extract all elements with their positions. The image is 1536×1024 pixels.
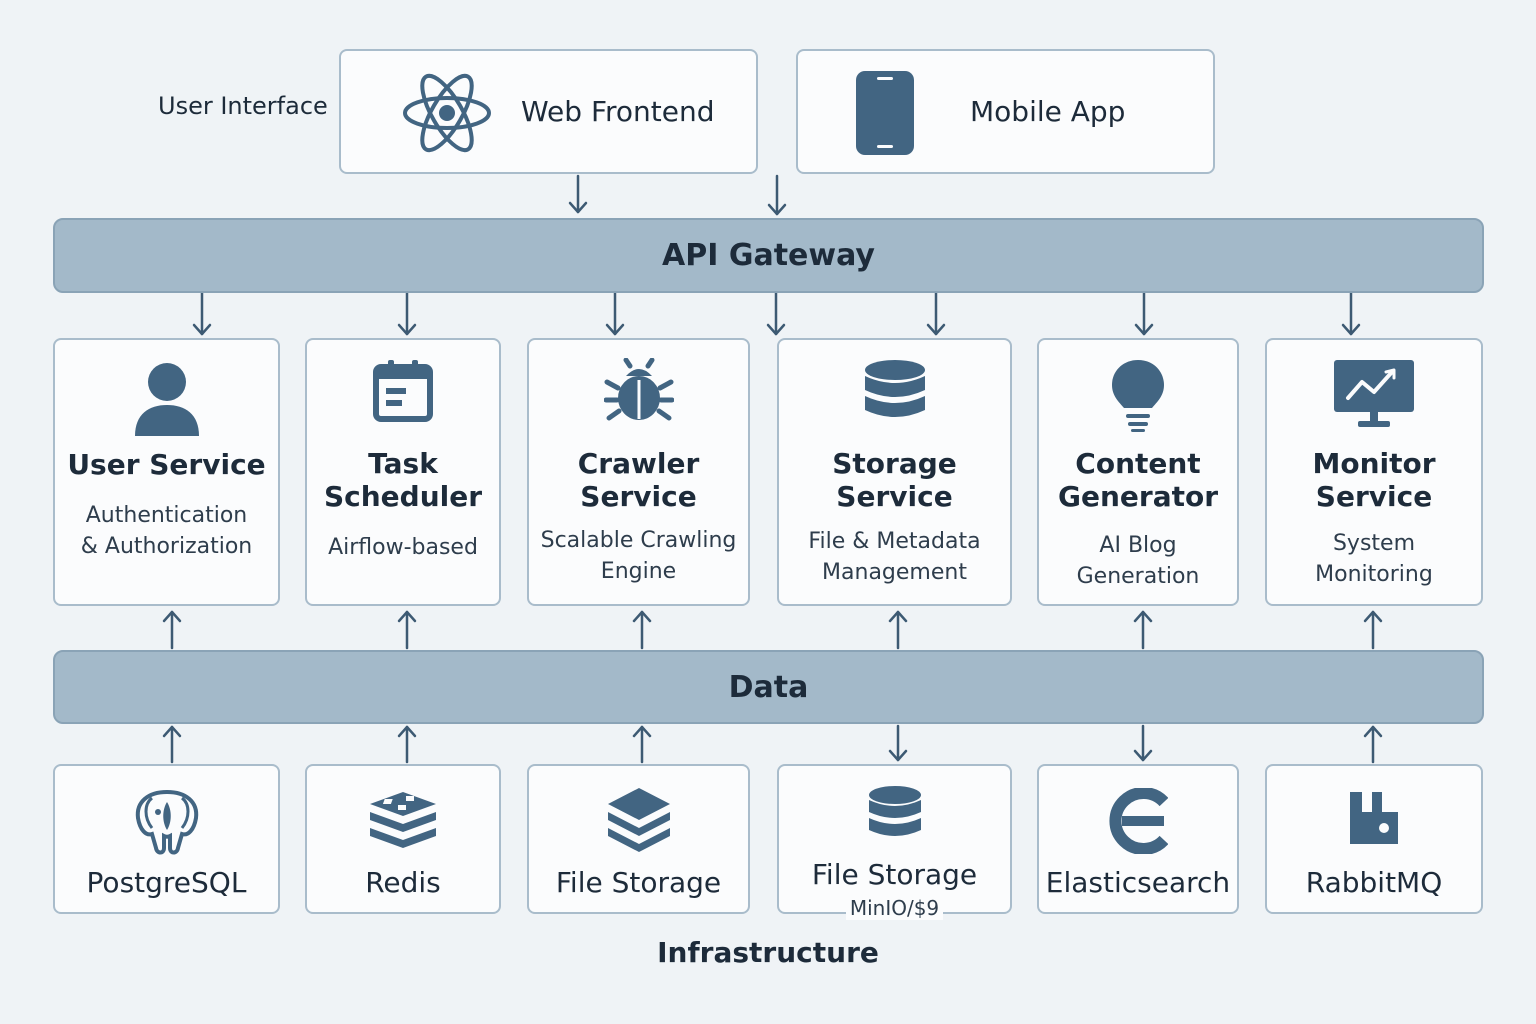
database-icon <box>779 784 1010 854</box>
service-description: Scalable Crawling Engine <box>540 528 737 584</box>
arrow-head <box>632 610 652 623</box>
arrow-head <box>397 610 417 623</box>
service-title: Content Generator <box>1057 447 1219 513</box>
service-card-monitor: Monitor Service System Monitoring <box>1265 338 1483 606</box>
api-gateway-label: API Gateway <box>662 238 875 273</box>
arrow-head <box>888 610 908 623</box>
arrow-head <box>926 323 946 336</box>
infra-title: File Storage <box>555 866 722 899</box>
service-description: System Monitoring <box>1315 531 1433 587</box>
infra-title: Redis <box>365 866 441 899</box>
arrow-head <box>568 201 588 214</box>
infra-card-postgresql: PostgreSQL <box>53 764 280 914</box>
service-description: File & Metadata Management <box>808 529 981 585</box>
react-atom-icon <box>401 73 493 157</box>
web-frontend-title: Web Frontend <box>521 95 715 128</box>
arrow-head <box>397 725 417 738</box>
postgresql-elephant-icon <box>55 788 278 858</box>
service-description: AI Blog Generation <box>1076 533 1200 589</box>
service-card-crawler: Crawler Service Scalable Crawling Engine <box>527 338 750 606</box>
infrastructure-label: Infrastructure <box>657 936 879 969</box>
infra-card-rabbitmq: RabbitMQ <box>1265 764 1483 914</box>
arrow-head <box>162 725 182 738</box>
calendar-icon <box>307 358 499 438</box>
service-title: User Service <box>67 448 266 481</box>
monitor-chart-icon <box>1267 358 1481 438</box>
infra-title: RabbitMQ <box>1305 866 1443 899</box>
arrow-head <box>1341 323 1361 336</box>
arrow-head <box>766 323 786 336</box>
rabbitmq-icon <box>1267 788 1481 858</box>
redis-stack-icon <box>307 790 499 860</box>
service-description: Airflow-based <box>328 535 478 560</box>
data-layer-label: Data <box>728 669 809 705</box>
infra-title: Elasticsearch <box>1045 866 1231 899</box>
service-title: Storage Service <box>832 447 957 513</box>
smartphone-icon <box>854 69 916 161</box>
service-card-user: User Service Authentication & Authorizat… <box>53 338 280 606</box>
database-icon <box>779 358 1010 438</box>
service-title: Crawler Service <box>577 447 700 513</box>
infra-card-file-storage-minio: File Storage MinIO/$9 <box>777 764 1012 920</box>
arrow-head <box>605 323 625 336</box>
arrow-head <box>397 323 417 336</box>
service-title: Task Scheduler <box>323 447 483 513</box>
arrow-head <box>192 323 212 336</box>
arrow-head <box>1133 749 1153 762</box>
service-title: Monitor Service <box>1312 447 1436 513</box>
user-interface-label: User Interface <box>158 92 328 120</box>
arrow-head <box>1363 610 1383 623</box>
arrow-head <box>767 203 787 216</box>
arrow-head <box>888 749 908 762</box>
mobile-app-title: Mobile App <box>970 95 1126 128</box>
data-layer-bar: Data <box>53 650 1484 724</box>
web-frontend-box: Web Frontend <box>339 49 758 174</box>
infra-card-elasticsearch: Elasticsearch <box>1037 764 1239 914</box>
arrow-head <box>632 725 652 738</box>
service-card-content-generator: Content Generator AI Blog Generation <box>1037 338 1239 606</box>
user-icon <box>55 358 278 438</box>
arrow-head <box>1134 323 1154 336</box>
infra-card-file-storage: File Storage <box>527 764 750 914</box>
api-gateway-bar: API Gateway <box>53 218 1484 293</box>
layers-icon <box>529 786 748 856</box>
infra-subtitle: MinIO/$9 <box>779 896 1010 920</box>
arrow-head <box>1363 725 1383 738</box>
service-card-task-scheduler: Task Scheduler Airflow-based <box>305 338 501 606</box>
lightbulb-icon <box>1039 358 1237 438</box>
mobile-app-box: Mobile App <box>796 49 1215 174</box>
arrow-head <box>1133 610 1153 623</box>
infra-title: File Storage <box>811 858 978 891</box>
elasticsearch-icon <box>1039 788 1237 858</box>
arrow-head <box>162 610 182 623</box>
service-description: Authentication & Authorization <box>80 503 253 559</box>
service-card-storage: Storage Service File & Metadata Manageme… <box>777 338 1012 606</box>
bug-icon <box>529 358 748 438</box>
infra-title: PostgreSQL <box>86 866 247 899</box>
infra-card-redis: Redis <box>305 764 501 914</box>
